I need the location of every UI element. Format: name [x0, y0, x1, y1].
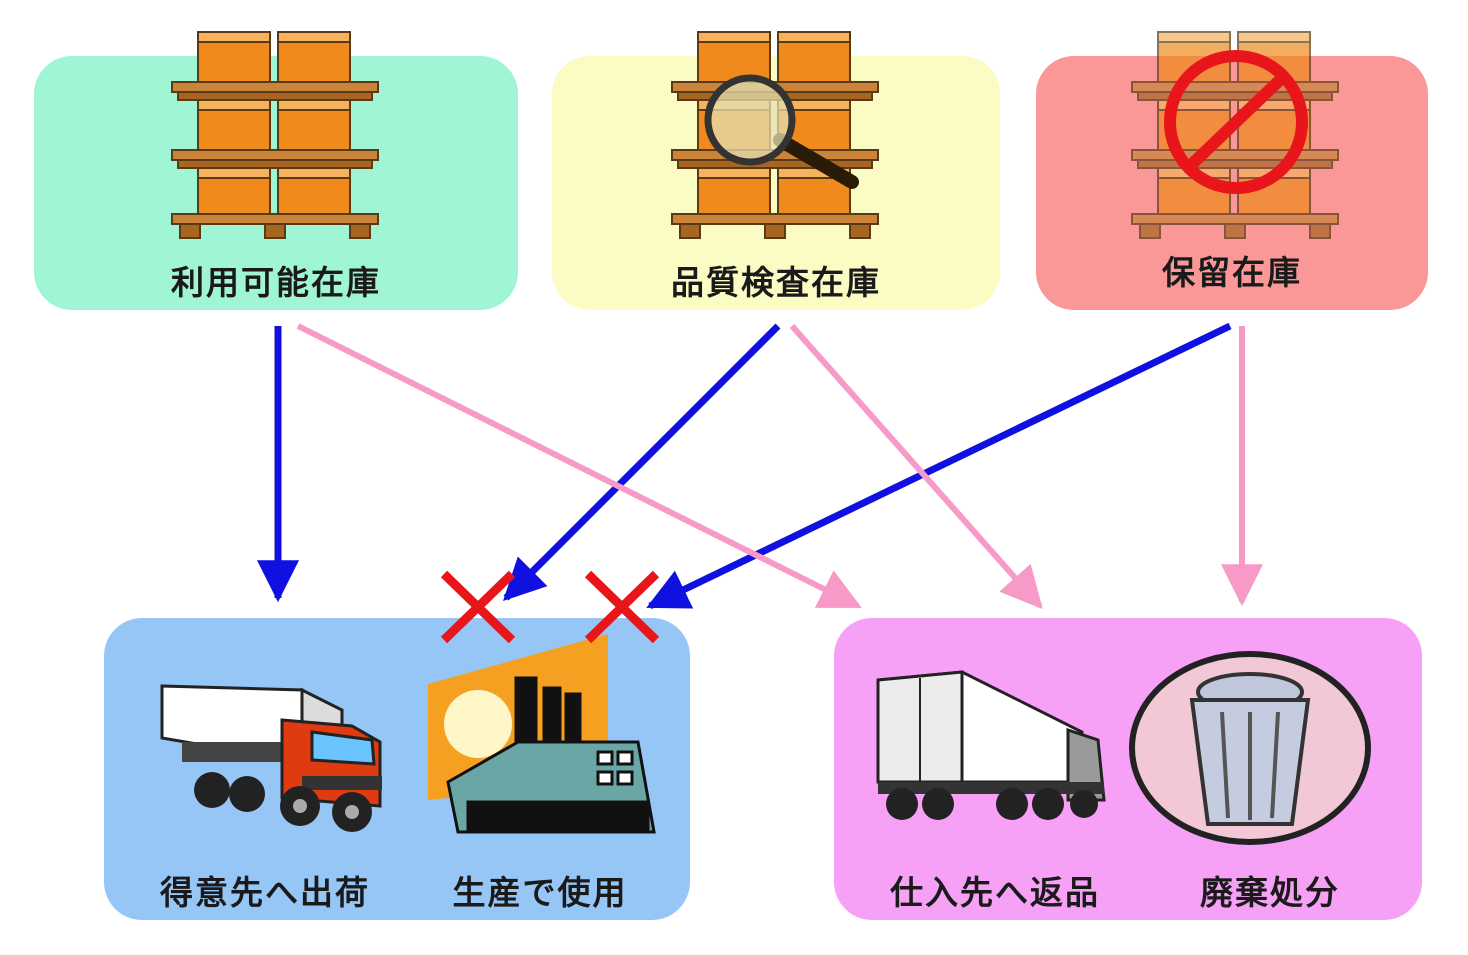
truck-icon	[160, 684, 382, 832]
scrap-label: 廃棄処分	[1200, 873, 1340, 912]
arrow-quality-to-return	[789, 324, 1043, 610]
quality-stock-label: 品質検査在庫	[671, 263, 881, 302]
return-vendor-label: 仕入先へ返品	[890, 873, 1100, 912]
production-label: 生産で使用	[452, 873, 628, 912]
truck-icon	[876, 670, 1106, 820]
factory-icon	[428, 634, 656, 834]
pallet-boxes-icon	[171, 31, 379, 239]
magnifier-icon	[704, 74, 859, 189]
cross-mark-icon	[584, 570, 660, 644]
arrow-blocked-to-production	[646, 322, 1232, 610]
trash-can-icon	[1129, 651, 1371, 845]
pallet-boxes-icon	[671, 31, 879, 239]
arrow-available-to-return	[296, 323, 862, 609]
arrow-quality-to-production	[503, 323, 781, 601]
available-stock-label: 利用可能在庫	[171, 263, 381, 302]
blocked-stock-label: 保留在庫	[1162, 253, 1302, 292]
pallet-boxes-icon	[1131, 31, 1339, 239]
ship-customer-label: 得意先へ出荷	[160, 873, 370, 912]
cross-mark-icon	[440, 570, 516, 644]
prohibited-icon	[1164, 50, 1308, 194]
